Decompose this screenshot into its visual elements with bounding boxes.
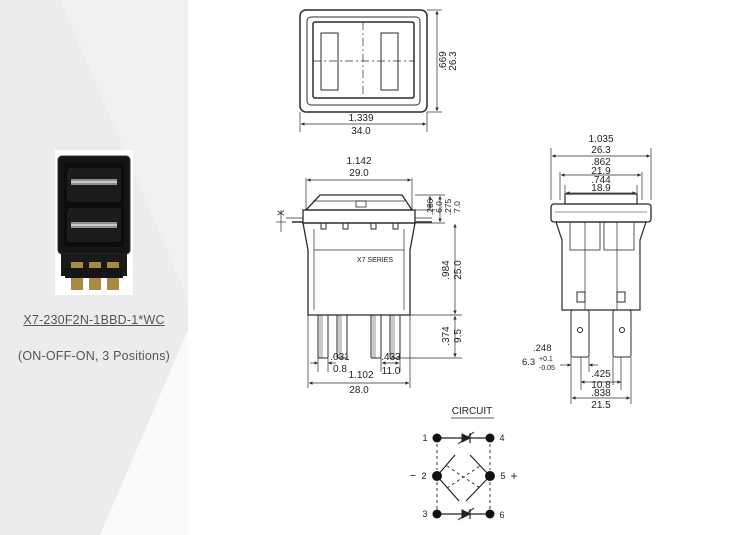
product-photo bbox=[55, 150, 133, 295]
front-view bbox=[276, 178, 462, 388]
terminal-label-1: 1 bbox=[422, 433, 427, 443]
tab-mm: 6.3 bbox=[522, 357, 535, 368]
pin-outer-in: .838 bbox=[591, 388, 611, 399]
part-number-link[interactable]: X7-230F2N-1BBD-1*WC bbox=[23, 313, 165, 327]
base-width-in: 1.102 bbox=[348, 370, 373, 381]
terminal-label-2: 2 bbox=[421, 471, 426, 481]
side-w3-mm: 18.9 bbox=[591, 183, 611, 194]
circuit-title: CIRCUIT bbox=[452, 406, 493, 417]
top-width-in: 1.339 bbox=[348, 113, 373, 124]
terminal-label-6: 6 bbox=[499, 510, 504, 520]
tab-tol-plus: +0.1 bbox=[539, 356, 553, 363]
x-axis-label: X bbox=[276, 210, 286, 216]
top-height-in: .669 bbox=[438, 51, 449, 71]
pin-thick-in: .031 bbox=[330, 352, 350, 363]
body-height-mm: 25.0 bbox=[453, 260, 464, 280]
top-width-mm: 34.0 bbox=[351, 126, 371, 137]
dim-275: .275 bbox=[443, 198, 453, 215]
terminal-1 bbox=[432, 433, 442, 443]
top-view bbox=[299, 9, 442, 132]
side-w1-mm: 26.3 bbox=[591, 145, 611, 156]
circuit-terminals bbox=[432, 433, 495, 519]
pin-pitch-in: .433 bbox=[381, 352, 401, 363]
side-view bbox=[550, 148, 652, 404]
pin-outer-mm: 21.5 bbox=[591, 400, 611, 411]
terminal-3 bbox=[432, 509, 442, 519]
dim-7-0: 7.0 bbox=[452, 201, 462, 213]
terminal-5 bbox=[485, 471, 495, 481]
dim-6-0: 6.0 bbox=[434, 201, 444, 213]
terminal-label-5: 5 bbox=[500, 471, 505, 481]
side-w3-in: .744 bbox=[591, 175, 611, 186]
product-panel: X7-230F2N-1BBD-1*WC (ON-OFF-ON, 3 Positi… bbox=[0, 0, 188, 535]
tab-in: .248 bbox=[533, 343, 552, 354]
base-width-mm: 28.0 bbox=[349, 385, 369, 396]
side-w2-mm: 21.9 bbox=[591, 166, 611, 177]
technical-drawing: 1.339 34.0 .669 26.3 bbox=[276, 9, 652, 521]
terminal-label-4: 4 bbox=[499, 433, 504, 443]
series-label: X7 SERIES bbox=[357, 257, 394, 264]
pin-height-in: .374 bbox=[441, 326, 452, 346]
plus-sign: + bbox=[510, 469, 517, 483]
minus-sign: − bbox=[410, 470, 416, 482]
pin-height-mm: 9.5 bbox=[453, 329, 464, 343]
front-top-width-in: 1.142 bbox=[346, 156, 371, 167]
pin-pitch-mm: 11.0 bbox=[382, 366, 401, 377]
side-w1-in: 1.035 bbox=[588, 134, 613, 145]
terminal-label-3: 3 bbox=[422, 509, 427, 519]
terminal-4 bbox=[485, 433, 495, 443]
position-description: (ON-OFF-ON, 3 Positions) bbox=[17, 349, 171, 363]
body-height-in: .984 bbox=[441, 260, 452, 280]
circuit-diagram bbox=[436, 417, 494, 521]
pin-thick-mm: 0.8 bbox=[333, 364, 347, 375]
terminal-6 bbox=[485, 509, 495, 519]
tab-tol-minus: -0.05 bbox=[539, 365, 555, 372]
pin-space-mm: 10.8 bbox=[591, 380, 611, 391]
front-top-width-mm: 29.0 bbox=[349, 168, 369, 179]
top-height-mm: 26.3 bbox=[448, 51, 459, 71]
dim-236: .236 bbox=[425, 198, 435, 215]
side-w2-in: .862 bbox=[591, 157, 611, 168]
pin-space-in: .425 bbox=[591, 369, 611, 380]
terminal-2 bbox=[432, 471, 442, 481]
